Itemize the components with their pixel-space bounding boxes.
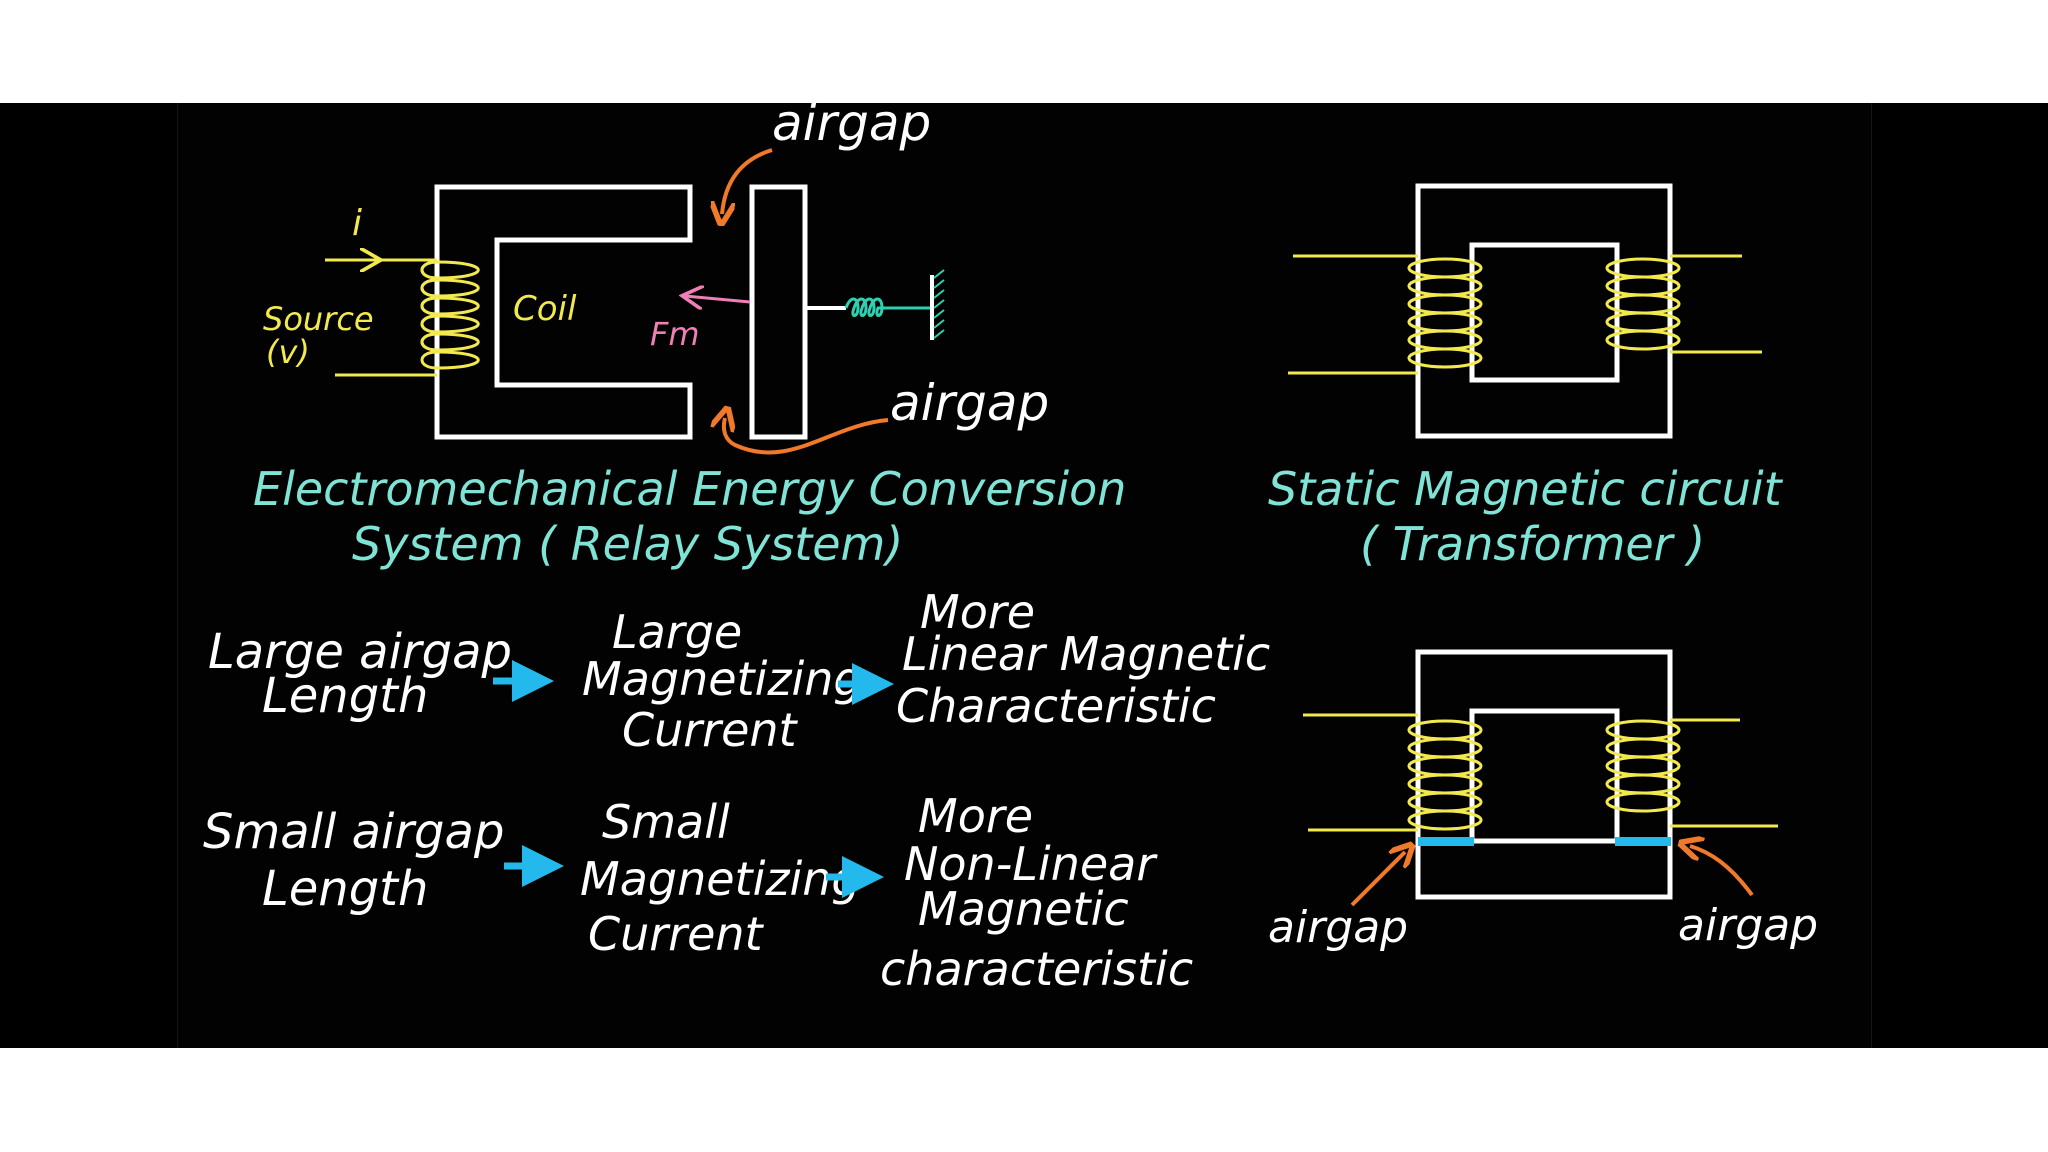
transformer-caption-line2: ( Transformer ) bbox=[1360, 517, 1705, 571]
airgap-left-pointer bbox=[1350, 852, 1405, 907]
airgap-bottom-pointer bbox=[724, 418, 889, 455]
row2-cause-line2: Length bbox=[262, 861, 428, 917]
relay-caption-line1: Electromechanical Energy Conversion bbox=[253, 462, 1126, 516]
transformer-primary-winding bbox=[1288, 254, 1483, 375]
row1-mid-line2: Magnetizing bbox=[582, 652, 863, 706]
transformer-diagram: Static Magnetic circuit ( Transformer ) bbox=[1268, 183, 1784, 571]
transformer-core-window bbox=[1469, 242, 1620, 383]
row2-effect-line2: Non-Linear bbox=[904, 837, 1158, 891]
transformer-airgap-diagram: airgap airgap bbox=[1268, 649, 1818, 953]
drawing-area bbox=[177, 103, 1872, 1048]
transformer-caption-line1: Static Magnetic circuit bbox=[1268, 462, 1784, 516]
airgap-right-marker bbox=[1615, 837, 1671, 846]
transformer-secondary-winding bbox=[1605, 254, 1762, 354]
row1-mid-line3: Current bbox=[622, 703, 799, 757]
row2-effect-line3: Magnetic bbox=[918, 882, 1129, 936]
row2-cause-line1: Small airgap bbox=[203, 804, 504, 860]
transformer2-core-window bbox=[1469, 708, 1620, 844]
row1-cause-line1: Large airgap bbox=[208, 624, 512, 680]
current-label: i bbox=[352, 203, 362, 244]
force-arrow bbox=[685, 296, 751, 302]
airgap-left-label: airgap bbox=[1268, 902, 1408, 953]
row-small-airgap: Small airgap Length Small Magnetizing Cu… bbox=[203, 789, 1193, 996]
fixed-wall-icon bbox=[930, 269, 945, 340]
relay-diagram: airgap airgap i Source (v) Coil Fm Elect… bbox=[253, 94, 1126, 571]
airgap-right-pointer bbox=[1690, 846, 1754, 897]
transformer2-primary-winding bbox=[1303, 713, 1483, 832]
row1-cause-line2: Length bbox=[262, 668, 428, 724]
relay-caption-line2: System ( Relay System) bbox=[352, 517, 903, 571]
row2-mid-line1: Small bbox=[602, 795, 730, 849]
row1-effect-line3: Characteristic bbox=[896, 679, 1216, 733]
coil-label: Coil bbox=[513, 289, 577, 329]
row-large-airgap: Large airgap Length Large Magnetizing Cu… bbox=[208, 585, 1270, 757]
transformer2-secondary-winding bbox=[1605, 718, 1778, 828]
source-voltage-label: (v) bbox=[266, 333, 310, 371]
transformer2-core-outer bbox=[1415, 649, 1673, 900]
spring-icon bbox=[844, 297, 932, 317]
relay-armature bbox=[749, 184, 808, 440]
row1-effect-line1: More bbox=[920, 585, 1035, 639]
row2-mid-line3: Current bbox=[588, 907, 765, 961]
row2-mid-line2: Magnetizing bbox=[580, 852, 861, 906]
row2-effect-line1: More bbox=[918, 789, 1033, 843]
force-label: Fm bbox=[650, 315, 700, 353]
source-label: Source bbox=[263, 300, 374, 338]
airgap-top-pointer bbox=[722, 148, 773, 214]
row1-effect-line2: Linear Magnetic bbox=[902, 627, 1270, 681]
airgap-right-label: airgap bbox=[1678, 900, 1818, 951]
relay-airgap-top-label: airgap bbox=[772, 94, 931, 152]
row2-effect-line4: characteristic bbox=[880, 942, 1193, 996]
transformer-core-outer bbox=[1415, 183, 1673, 439]
row1-mid-line1: Large bbox=[612, 605, 742, 659]
relay-airgap-bottom-label: airgap bbox=[890, 374, 1049, 432]
blackboard bbox=[0, 103, 2048, 1048]
airgap-left-marker bbox=[1418, 837, 1474, 846]
relay-c-core bbox=[434, 184, 693, 440]
